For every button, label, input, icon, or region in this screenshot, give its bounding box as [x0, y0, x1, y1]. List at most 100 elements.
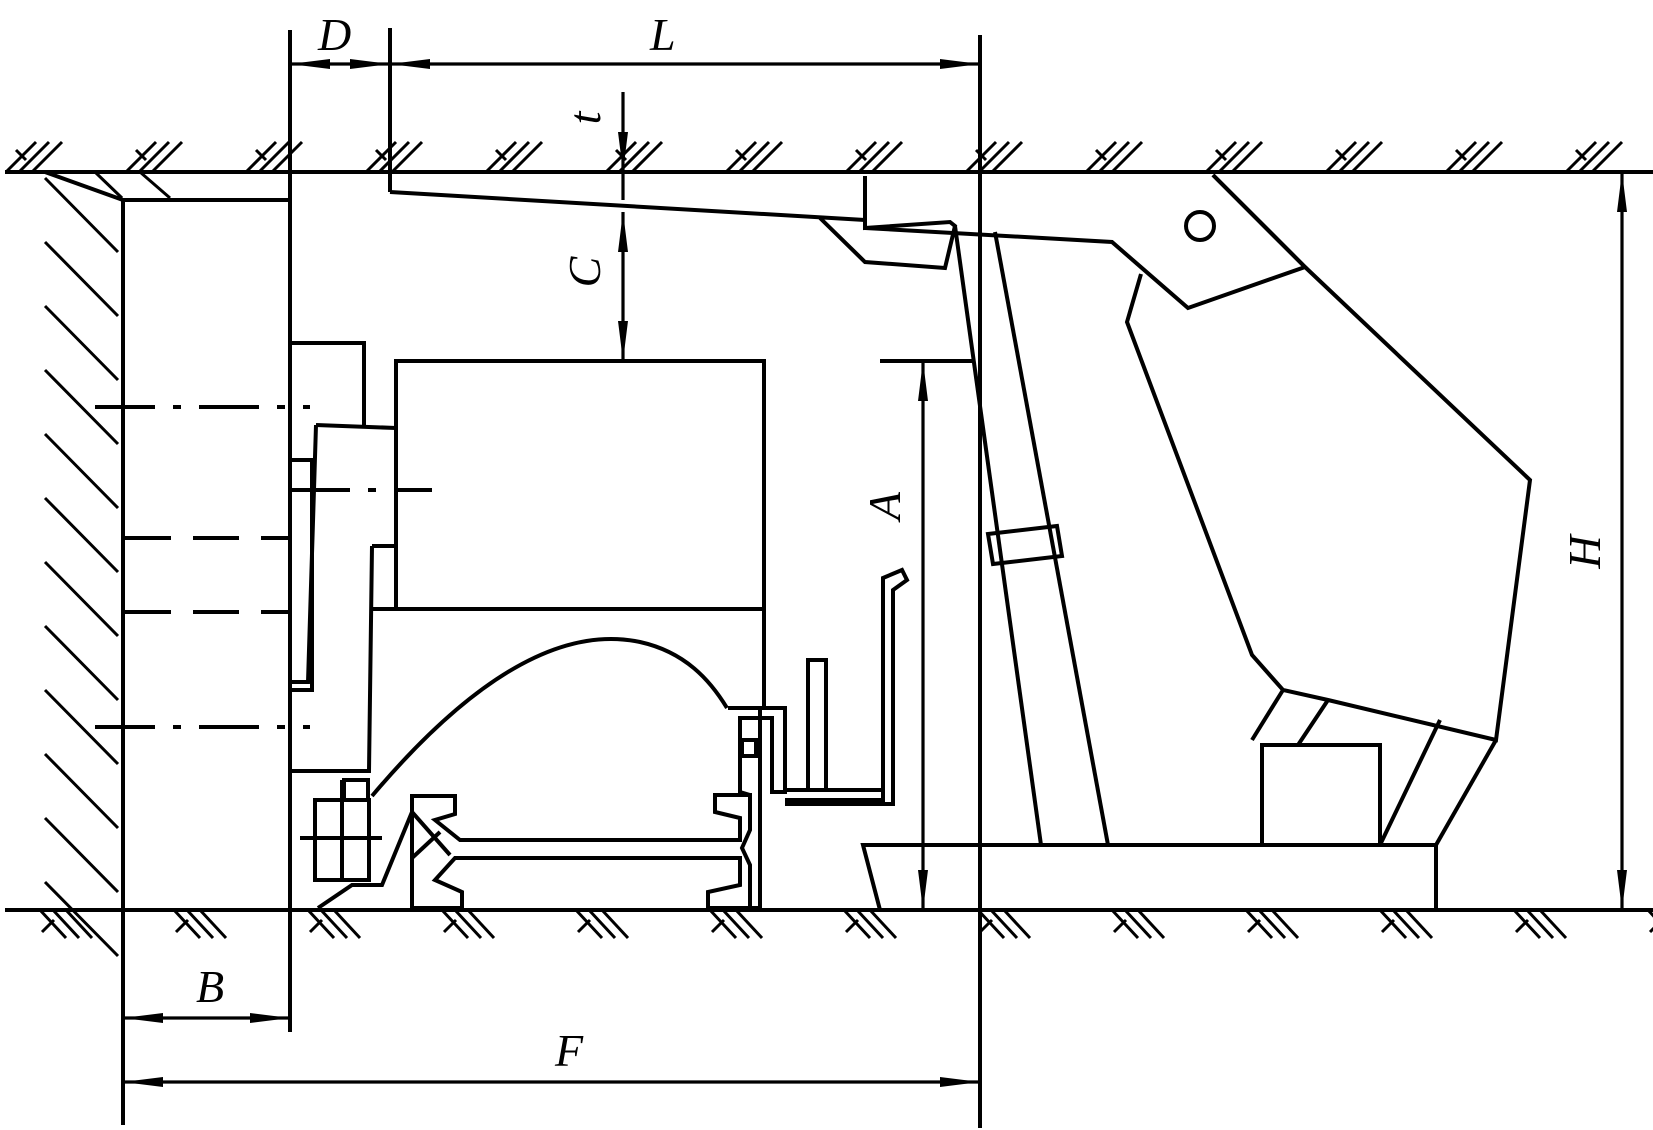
floor-hatch-tick: [308, 918, 324, 934]
roof-hatch-stroke: [1337, 140, 1371, 174]
floor-hatch-stroke: [1378, 908, 1408, 940]
roof-hatch-stroke: [497, 140, 531, 174]
coal-wall-hatch-stroke: [43, 688, 120, 766]
floor-hatch-stroke: [1110, 908, 1140, 940]
floor-hatch-stroke: [976, 908, 1006, 940]
roof-hatch-stroke: [977, 140, 1011, 174]
cutting-centerlines: [95, 405, 432, 729]
canopy-rear-edge: [1211, 173, 1307, 269]
roof-hatch-tick: [1454, 148, 1468, 162]
floor-hatch-stroke: [989, 908, 1019, 940]
label-h: H: [1559, 533, 1610, 570]
floor-hatch-stroke: [306, 908, 336, 940]
floor-hatch-stroke: [721, 908, 751, 940]
roof-hatch-stroke: [1230, 140, 1264, 174]
roof-hatch-stroke: [630, 140, 664, 174]
floor-hatch-stroke: [1257, 908, 1287, 940]
shoe-leg: [316, 811, 414, 910]
coal-wall-hatch-stroke: [93, 170, 124, 200]
roof-hatch-tick: [494, 148, 508, 162]
floor-hatch-tick: [1380, 918, 1396, 934]
pan-sideboard: [728, 706, 787, 797]
floor-hatch-stroke: [172, 908, 202, 940]
roof-hatch-tick: [14, 148, 28, 162]
roof-hatch-tick: [1574, 148, 1588, 162]
roof-hatch-stroke: [1110, 140, 1144, 174]
coal-wall-hatch-stroke: [43, 432, 120, 510]
floor-hatch-stroke: [1538, 908, 1568, 940]
label-d: D: [317, 9, 351, 60]
cutting-drum-upper: [290, 341, 366, 425]
floor-hatch-stroke: [185, 908, 215, 940]
shearer-arch: [370, 637, 729, 798]
roof-hatch-stroke: [270, 140, 304, 174]
roof-hatch-stroke: [1097, 140, 1131, 174]
floor-hatch-stroke: [1136, 908, 1166, 940]
roof-hatch-stroke: [377, 140, 411, 174]
label-b: B: [196, 961, 224, 1012]
coal-wall-hatch-stroke: [43, 368, 120, 446]
roof-hatch-stroke: [1577, 140, 1611, 174]
floor-hatch-stroke: [1512, 908, 1542, 940]
floor-hatch-stroke: [842, 908, 872, 940]
drum-arm-top: [315, 423, 397, 430]
floor-hatch-stroke: [574, 908, 604, 940]
floor-hatch-stroke: [38, 908, 68, 940]
conveyor-pan: [410, 706, 787, 910]
floor-hatch-stroke: [1391, 908, 1421, 940]
shearer: [288, 341, 766, 798]
floor-hatch-stroke: [1002, 908, 1032, 940]
coal-wall-hatching: [43, 170, 171, 958]
link-1: [1250, 688, 1285, 742]
coal-wall: [43, 170, 290, 1125]
sideboard-bolt: [740, 738, 758, 758]
floor-hatch-stroke: [600, 908, 630, 940]
floor-hatch-stroke: [1404, 908, 1434, 940]
roof-hatch-stroke: [1457, 140, 1491, 174]
dimensions: [123, 59, 1627, 1087]
label-f: F: [554, 1025, 584, 1076]
floor-hatch-tick: [1514, 918, 1530, 934]
floor-hatch-stroke: [51, 908, 81, 940]
link-3: [1378, 719, 1442, 846]
floor-strata: [5, 908, 1653, 940]
conveyor-pan-upper: [410, 793, 752, 910]
roof-strata: [4, 140, 1653, 174]
floor-hatch-tick: [40, 918, 56, 934]
floor-hatch-tick: [174, 918, 190, 934]
canopy-front: [389, 176, 867, 223]
roof-hatch-stroke: [857, 140, 891, 174]
floor-hatch-stroke: [466, 908, 496, 940]
cable-holder: [806, 658, 828, 790]
drum-cowl: [288, 458, 314, 692]
floor-hatching: [38, 908, 1653, 940]
roof-hatch-stroke: [737, 140, 771, 174]
label-t: t: [559, 110, 610, 124]
roof-hatch-tick: [1334, 148, 1348, 162]
hydraulic-support: [389, 173, 1533, 912]
coal-wall-roof-edge: [44, 170, 124, 202]
label-l: L: [649, 9, 676, 60]
floor-hatch-stroke: [868, 908, 898, 940]
roof-hatch-tick: [734, 148, 748, 162]
roof-hatch-tick: [1214, 148, 1228, 162]
coal-wall-hatch-stroke: [43, 752, 120, 830]
support-base: [860, 843, 1440, 912]
canopy-pin: [1184, 210, 1216, 242]
floor-hatch-tick: [1112, 918, 1128, 934]
roof-hatch-stroke: [257, 140, 291, 174]
floor-hatch-stroke: [453, 908, 483, 940]
coal-wall-hatch-stroke: [43, 624, 120, 702]
coal-wall-hatch-stroke: [43, 560, 120, 638]
roof-hatch-tick: [854, 148, 868, 162]
floor-hatch-stroke: [332, 908, 362, 940]
roof-hatching: [4, 140, 1624, 174]
coal-wall-hatch-stroke: [43, 880, 120, 958]
shearer-shoe: [300, 778, 414, 910]
floor-hatch-tick: [844, 918, 860, 934]
cable-trough: [785, 567, 910, 806]
coal-wall-hatch-stroke: [43, 304, 120, 382]
floor-hatch-stroke: [319, 908, 349, 940]
